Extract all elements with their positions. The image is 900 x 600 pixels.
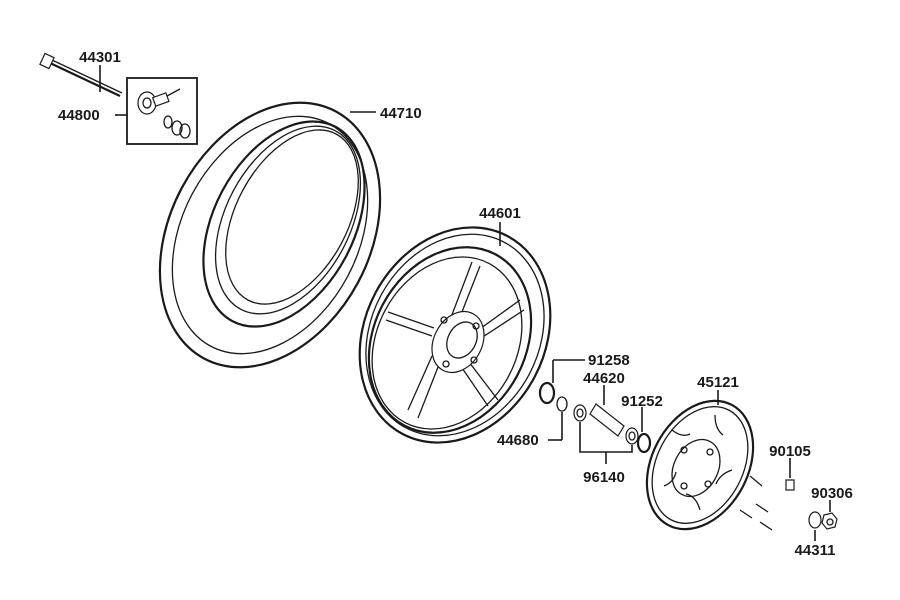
- part-label-44710: 44710: [380, 105, 422, 122]
- part-label-90306: 90306: [811, 485, 853, 502]
- part-label-44800: 44800: [58, 107, 100, 124]
- hub-parts-drawing: [538, 381, 652, 454]
- axle-bolt-drawing: [39, 52, 123, 97]
- part-label-90105: 90105: [769, 443, 811, 460]
- part-label-44311: 44311: [795, 542, 836, 559]
- part-label-45121: 45121: [697, 374, 739, 391]
- part-label-91258: 91258: [588, 352, 630, 369]
- part-label-44301: 44301: [79, 49, 121, 66]
- brake-disc-drawing: [645, 399, 755, 531]
- part-label-96140: 96140: [583, 469, 625, 486]
- part-label-44680: 44680: [497, 432, 539, 449]
- part-label-44620: 44620: [583, 370, 625, 387]
- fasteners-drawing: [739, 475, 838, 531]
- wheel-rim-drawing: [358, 226, 552, 444]
- part-label-91252: 91252: [621, 393, 663, 410]
- leader-lines: [99, 65, 831, 541]
- tire-drawing: [158, 101, 382, 369]
- speedo-gear-drawing: [126, 77, 198, 145]
- part-label-44601: 44601: [479, 205, 521, 222]
